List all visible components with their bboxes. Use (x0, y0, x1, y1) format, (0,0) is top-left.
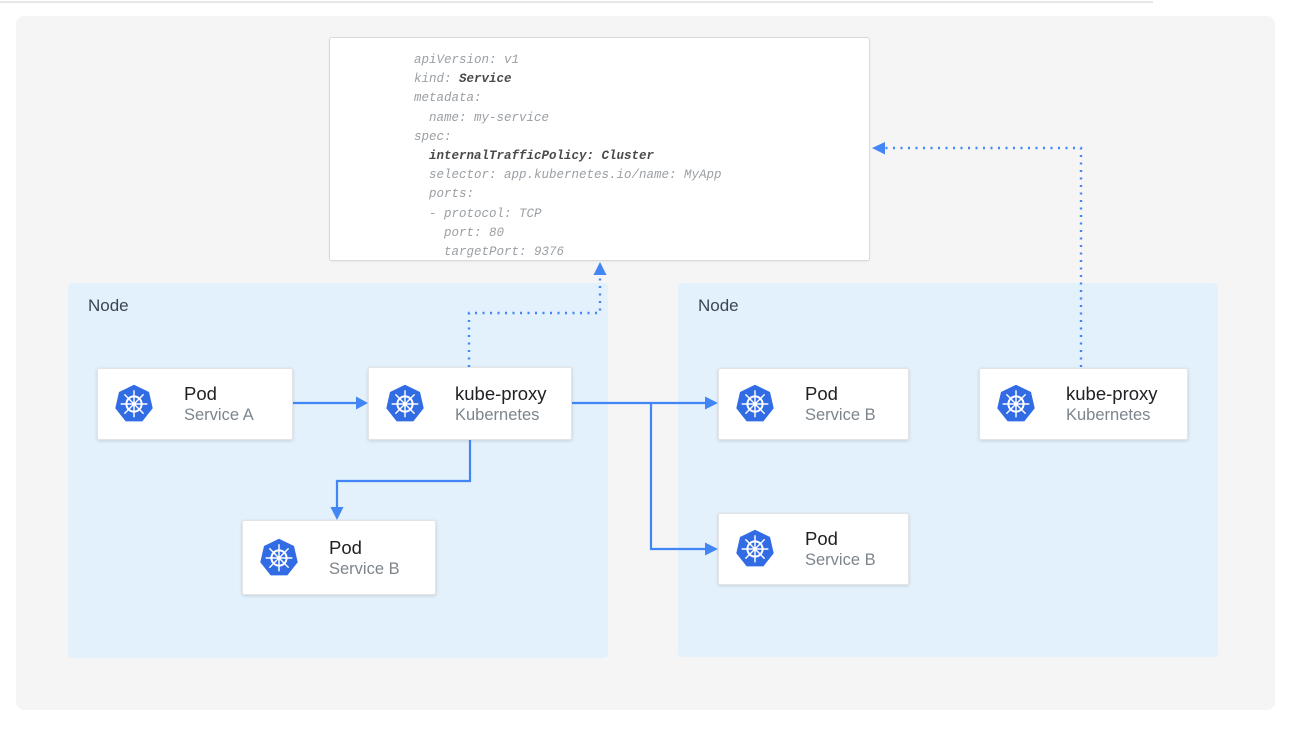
card-title: Pod (329, 536, 362, 558)
yaml-line: metadata: (414, 91, 482, 106)
pod-card-service-b-right-bottom: Pod Service B (718, 513, 909, 585)
yaml-code: apiVersion: v1 kind: Service metadata: nam… (330, 38, 869, 262)
yaml-line: selector: app.kubernetes.io/name: MyApp (414, 168, 722, 183)
yaml-line: - protocol: TCP (414, 206, 542, 221)
node-box-left: Node (68, 283, 608, 658)
card-subtitle: Kubernetes (455, 405, 540, 424)
yaml-kind-value: Service (459, 72, 512, 87)
yaml-line: ports: (414, 187, 475, 202)
card-subtitle: Service B (805, 406, 876, 424)
kube-proxy-card-left: kube-proxy Kubernetes (368, 367, 572, 440)
pod-card-service-b-left: Pod Service B (242, 520, 436, 595)
node-label: Node (88, 296, 129, 315)
kubernetes-icon (384, 384, 426, 424)
yaml-line (414, 149, 429, 163)
pod-card-service-b-right-top: Pod Service B (718, 368, 909, 440)
card-title: Pod (184, 383, 217, 404)
pod-card-service-a: Pod Service A (97, 368, 293, 440)
service-yaml-card: apiVersion: v1 kind: Service metadata: nam… (329, 37, 870, 261)
card-subtitle: Service B (805, 551, 876, 569)
node-box-right: Node (678, 283, 1218, 657)
kube-proxy-card-right: kube-proxy Kubernetes (979, 368, 1188, 440)
kubernetes-icon (734, 529, 776, 569)
kubernetes-icon (995, 384, 1037, 424)
page-top-divider (0, 1, 1153, 3)
yaml-traffic-policy: internalTrafficPolicy: Cluster (429, 149, 655, 164)
kubernetes-icon (113, 384, 155, 424)
card-subtitle: Service A (184, 406, 254, 424)
card-title: kube-proxy (455, 382, 547, 404)
card-subtitle: Kubernetes (1066, 406, 1151, 424)
yaml-line: port: 80 (414, 225, 505, 240)
kubernetes-icon (258, 538, 300, 578)
yaml-line: spec: (414, 129, 452, 144)
node-label: Node (698, 296, 739, 315)
card-title: Pod (805, 528, 838, 549)
card-title: Pod (805, 383, 838, 404)
yaml-line: kind: (414, 72, 460, 87)
yaml-line: targetPort: 9376 (414, 245, 565, 260)
kubernetes-icon (734, 384, 776, 424)
card-title: kube-proxy (1066, 383, 1158, 404)
yaml-line: apiVersion: v1 (414, 53, 520, 67)
yaml-line: name: my-service (414, 110, 550, 125)
card-subtitle: Service B (329, 559, 400, 578)
